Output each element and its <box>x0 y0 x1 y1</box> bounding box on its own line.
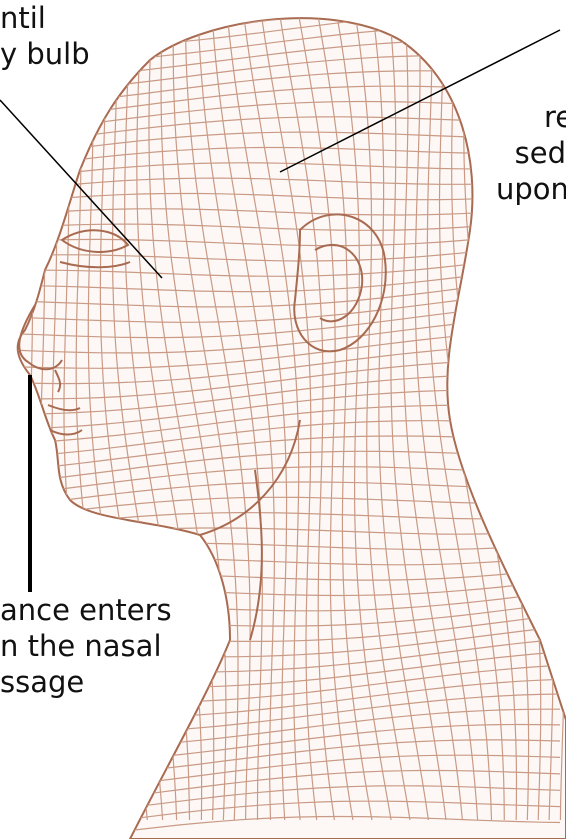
label-olfactory-bulb-line-2: y bulb <box>0 36 90 72</box>
label-brain: re sed upon <box>484 99 566 207</box>
label-brain-line-1: re <box>484 99 566 135</box>
label-nasal-passage-line-2: n the nasal <box>0 628 172 664</box>
label-brain-line-3: upon <box>484 171 566 207</box>
label-nasal-passage: ance enters n the nasal ssage <box>0 592 172 700</box>
label-brain-line-2: sed <box>484 135 566 171</box>
label-nasal-passage-line-3: ssage <box>0 664 172 700</box>
label-nasal-passage-line-1: ance enters <box>0 592 172 628</box>
label-olfactory-bulb-line-1: ntil <box>0 0 90 36</box>
label-olfactory-bulb: ntil y bulb <box>0 0 90 72</box>
